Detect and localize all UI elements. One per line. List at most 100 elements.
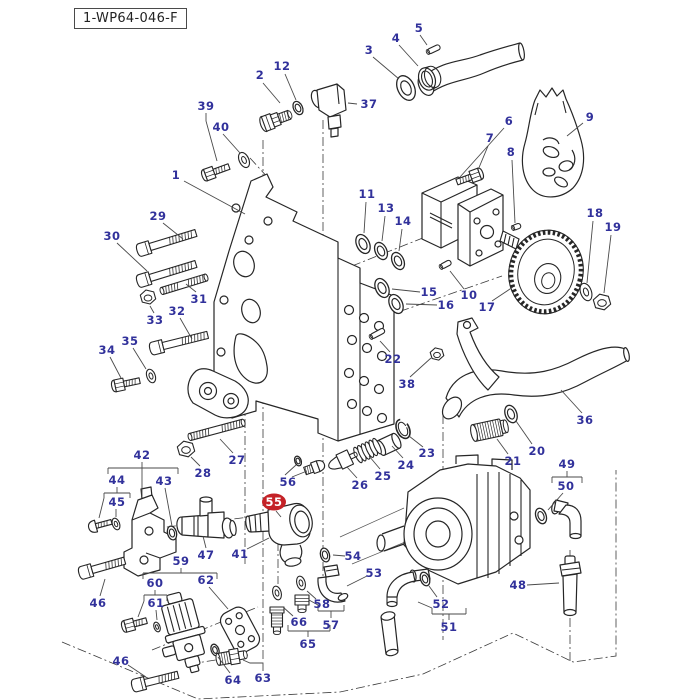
callout-label-11: 11 [358,187,375,201]
callout-55[interactable]: 55 [262,493,286,511]
callout-40[interactable]: 40 [212,120,229,134]
callout-34[interactable]: 34 [98,343,115,357]
callout-51[interactable]: 51 [440,620,457,634]
callout-52[interactable]: 52 [432,597,449,611]
callout-47[interactable]: 47 [197,548,214,562]
leader-line-38 [409,357,432,378]
leader-line-46 [99,578,106,597]
callout-22[interactable]: 22 [384,352,401,366]
callout-6[interactable]: 6 [505,114,514,128]
part-62-bracket-plate [219,606,261,654]
callout-label-36: 36 [576,413,593,427]
callout-50[interactable]: 50 [557,479,574,493]
part-29 [135,228,198,257]
callout-63[interactable]: 63 [254,671,271,685]
callout-29[interactable]: 29 [149,209,166,223]
callout-57[interactable]: 57 [322,618,339,632]
callout-37[interactable]: 37 [360,97,377,111]
callout-label-24: 24 [397,458,414,472]
callout-62[interactable]: 62 [197,573,214,587]
callout-41[interactable]: 41 [231,547,248,561]
callout-66[interactable]: 66 [290,615,307,629]
part-25 [353,437,382,464]
callout-label-49: 49 [558,457,575,471]
callout-label-46: 46 [89,596,106,610]
callout-13[interactable]: 13 [377,201,394,215]
callout-27[interactable]: 27 [228,453,245,467]
callout-8[interactable]: 8 [507,145,516,159]
callout-21[interactable]: 21 [504,454,521,468]
callout-2[interactable]: 2 [256,68,265,82]
callout-43[interactable]: 43 [155,474,172,488]
callout-46[interactable]: 46 [112,654,129,668]
part-7 [455,167,485,186]
callout-44[interactable]: 44 [108,473,125,487]
callout-42[interactable]: 42 [133,448,150,462]
callout-10[interactable]: 10 [460,288,477,302]
callout-5[interactable]: 5 [415,21,424,35]
callout-label-48: 48 [509,578,526,592]
callout-61[interactable]: 61 [147,596,164,610]
callout-11[interactable]: 11 [358,187,375,201]
leader-line-43 [164,487,173,527]
callout-16[interactable]: 16 [437,298,454,312]
part-35 [145,368,157,384]
part-49-elbow [551,499,582,540]
callout-18[interactable]: 18 [586,206,603,220]
callout-56[interactable]: 56 [279,475,296,489]
callout-17[interactable]: 17 [478,300,495,314]
callout-36[interactable]: 36 [576,413,593,427]
part-56o [293,455,303,467]
callout-38[interactable]: 38 [398,377,415,391]
callout-48[interactable]: 48 [509,578,526,592]
callout-65[interactable]: 65 [299,637,316,651]
callout-label-46: 46 [112,654,129,668]
callout-31[interactable]: 31 [190,292,207,306]
callout-28[interactable]: 28 [194,466,211,480]
callout-9[interactable]: 9 [586,110,595,124]
callout-label-17: 17 [478,300,495,314]
callout-26[interactable]: 26 [351,478,368,492]
callout-1[interactable]: 1 [172,168,181,182]
callout-53[interactable]: 53 [365,566,382,580]
callout-49[interactable]: 49 [558,457,575,471]
callout-15[interactable]: 15 [420,285,437,299]
part-5 [425,44,441,55]
callout-32[interactable]: 32 [168,304,185,318]
callout-7[interactable]: 7 [486,131,495,145]
callout-19[interactable]: 19 [604,220,621,234]
callout-35[interactable]: 35 [121,334,138,348]
callout-24[interactable]: 24 [397,458,414,472]
projection-lines [339,507,411,565]
callout-30[interactable]: 30 [103,229,120,243]
part-39p [200,163,231,182]
callout-59[interactable]: 59 [172,554,189,568]
callout-20[interactable]: 20 [528,444,545,458]
callout-45[interactable]: 45 [108,495,125,509]
leader-line-14 [398,228,403,252]
callout-58[interactable]: 58 [313,597,330,611]
callout-25[interactable]: 25 [374,469,391,483]
part-40 [237,151,251,169]
callout-54[interactable]: 54 [344,549,361,563]
leader-line-35 [132,347,147,370]
callout-label-19: 19 [604,220,621,234]
callout-46[interactable]: 46 [89,596,106,610]
part-63 [215,647,248,666]
leader-line-layer [98,34,612,678]
callout-4[interactable]: 4 [392,31,401,45]
drawing-number: 1-WP64-046-F [83,11,178,26]
callout-33[interactable]: 33 [146,313,163,327]
callout-60[interactable]: 60 [146,576,163,590]
callout-3[interactable]: 3 [365,43,374,57]
callout-label-66: 66 [290,615,307,629]
part-22 [368,327,386,340]
callout-64[interactable]: 64 [224,673,241,687]
callout-23[interactable]: 23 [418,446,435,460]
callout-label-38: 38 [398,377,415,391]
callout-39[interactable]: 39 [197,99,214,113]
callout-12[interactable]: 12 [273,59,290,73]
callout-14[interactable]: 14 [394,214,411,228]
part-12 [292,100,304,116]
